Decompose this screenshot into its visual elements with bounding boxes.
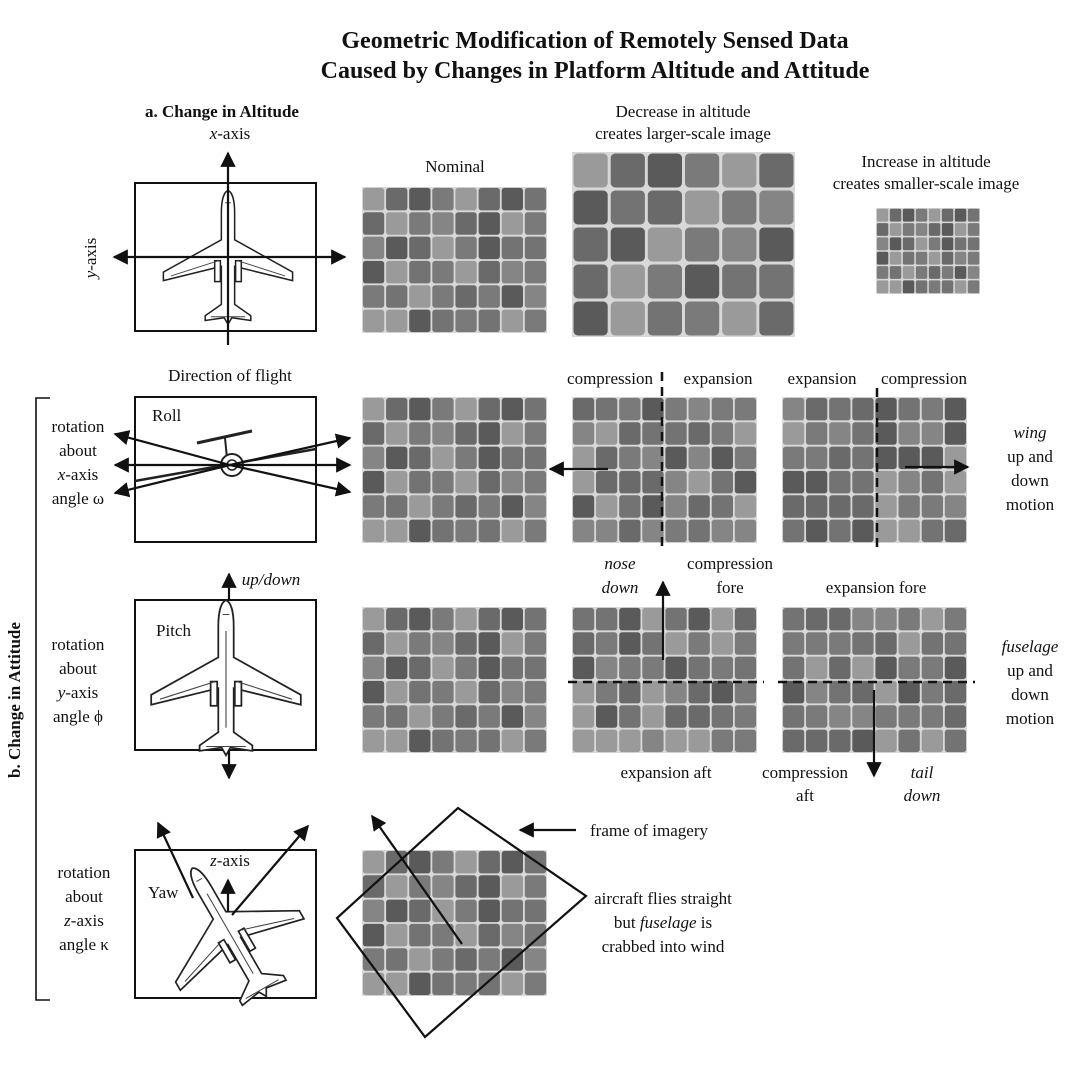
axis-suffix: -axis (71, 911, 104, 930)
roll-arrow-down-right (229, 463, 352, 497)
frame-of-imagery-outline (335, 806, 588, 1039)
roll-expansion-left-label: expansion (684, 369, 753, 388)
roll-arrow-up-left (113, 430, 231, 467)
yaw-image (362, 850, 547, 996)
yaw-track-arrow (231, 824, 310, 916)
compression-fore-label-2: fore (716, 578, 743, 597)
pitch-nominal-image (362, 607, 547, 753)
wing-up-and-label: up and (1007, 447, 1053, 466)
wing-down-label: down (1011, 471, 1049, 490)
y-axis-letter: y (56, 683, 66, 702)
yaw-angle-label: angle κ (59, 935, 109, 954)
fuselage-down-label: down (1011, 685, 1049, 704)
tail-label: tail (911, 763, 934, 782)
nose-down-label: down (602, 578, 639, 597)
pitch-rotation-label: rotation (52, 635, 105, 654)
roll-compression-right-label: compression (881, 369, 967, 388)
wing-label: wing (1013, 423, 1046, 442)
crab-label-2-suffix: is (697, 913, 713, 932)
nominal-label: Nominal (425, 157, 485, 176)
figure-title-line2: Caused by Changes in Platform Altitude a… (321, 58, 870, 84)
nose-label: nose (604, 554, 636, 573)
yaw-flight-arrow (371, 814, 463, 945)
frame-of-imagery-label: frame of imagery (590, 821, 708, 840)
yaw-about-label: about (65, 887, 103, 906)
pitch-axis-label: y-axis (56, 683, 99, 702)
pitch-angle-label: angle ϕ (53, 707, 103, 726)
pitch-nose-down-image (572, 607, 757, 753)
axis-suffix: -axis (217, 124, 250, 143)
x-axis-letter: x (209, 124, 218, 143)
decrease-altitude-label-2: creates larger-scale image (595, 124, 771, 143)
yaw-axis-label: z-axis (63, 911, 104, 930)
roll-arrow-down-left (113, 463, 231, 498)
yaw-heading-arrow (156, 821, 194, 899)
y-axis-label: y-axis (81, 238, 100, 281)
section-a-label: a. Change in Altitude (145, 102, 299, 121)
roll-rotation-label: rotation (52, 417, 105, 436)
crab-label-2-prefix: but (614, 913, 640, 932)
fuselage-label: fuselage (1002, 637, 1059, 656)
smaller-scale-image (876, 208, 980, 294)
decrease-altitude-label-1: Decrease in altitude (616, 102, 751, 121)
crab-label-1: aircraft flies straight (594, 889, 732, 908)
wing-motion-label: motion (1006, 495, 1055, 514)
crab-label-2-italic: fuselage (640, 913, 697, 932)
figure-title-line1: Geometric Modification of Remotely Sense… (341, 28, 848, 54)
roll-expansion-right-label: expansion (788, 369, 857, 388)
yaw-label: Yaw (148, 883, 179, 902)
compression-aft-label-2: aft (796, 786, 814, 805)
roll-about-label: about (59, 441, 97, 460)
axis-suffix: -axis (65, 683, 98, 702)
compression-aft-label-1: compression (762, 763, 848, 782)
section-b-label: b. Change in Attitude (5, 622, 24, 778)
up-down-label: up/down (242, 570, 301, 589)
z-axis-letter: z (209, 851, 217, 870)
roll-compression-left-label: compression (567, 369, 653, 388)
roll-nominal-image (362, 397, 547, 543)
x-axis-letter: x (57, 465, 66, 484)
increase-altitude-label-1: Increase in altitude (861, 152, 990, 171)
fuselage-up-and-label: up and (1007, 661, 1053, 680)
y-axis-letter: y (81, 270, 100, 280)
increase-altitude-label-2: creates smaller-scale image (833, 174, 1020, 193)
compression-fore-label-1: compression (687, 554, 773, 573)
fuselage-motion-label: motion (1006, 709, 1055, 728)
roll-angle-label: angle ω (52, 489, 104, 508)
roll-arrow-up-right (229, 433, 352, 467)
roll-right-image (782, 397, 967, 543)
x-axis-label: x-axis (209, 124, 251, 143)
z-axis-letter: z (63, 911, 71, 930)
nominal-image (362, 187, 547, 333)
direction-of-flight-label: Direction of flight (168, 366, 292, 385)
axis-suffix: -axis (65, 465, 98, 484)
pitch-about-label: about (59, 659, 97, 678)
roll-label: Roll (152, 406, 182, 425)
crab-label-2: but fuselage is (614, 913, 712, 932)
axis-suffix: -axis (81, 238, 100, 271)
tail-down-label: down (904, 786, 941, 805)
expansion-fore-label: expansion fore (826, 578, 927, 597)
section-b-bracket (35, 397, 50, 1001)
larger-scale-image (572, 152, 795, 337)
expansion-aft-label: expansion aft (620, 763, 711, 782)
roll-axis-label: x-axis (57, 465, 99, 484)
z-axis-label: z-axis (209, 851, 250, 870)
axis-suffix: -axis (217, 851, 250, 870)
pitch-label: Pitch (156, 621, 191, 640)
yaw-rotation-label: rotation (58, 863, 111, 882)
crab-label-3: crabbed into wind (602, 937, 725, 956)
